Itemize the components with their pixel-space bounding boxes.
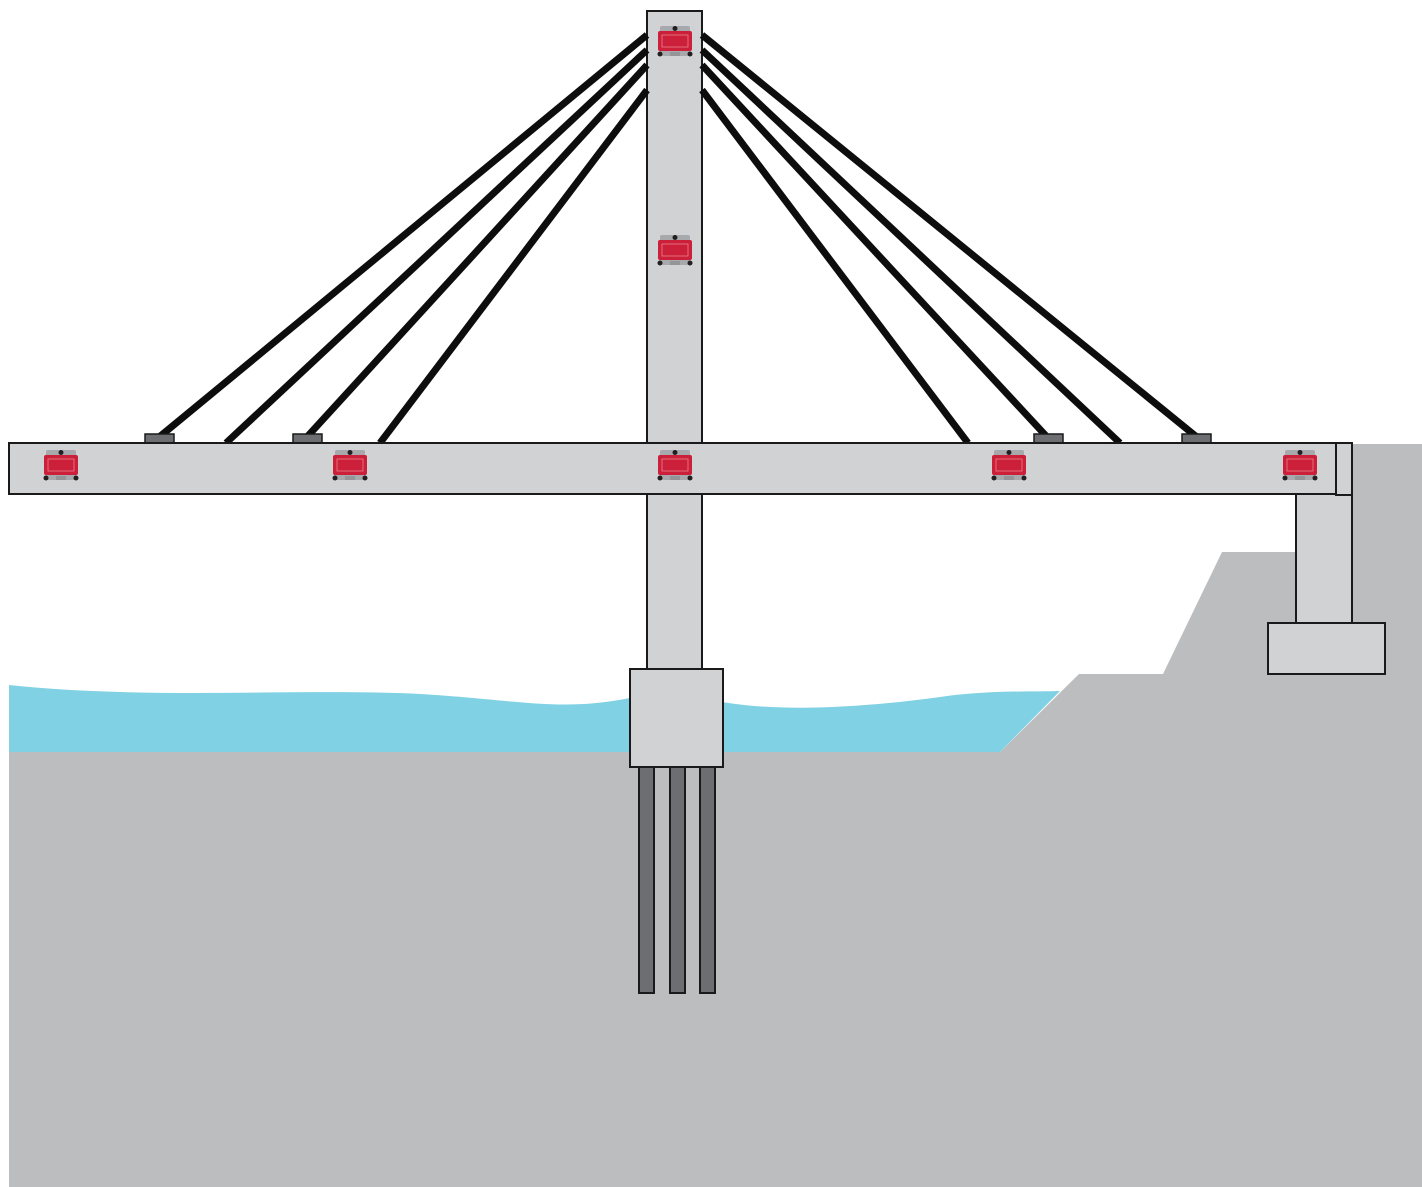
abutment-pier: [1295, 491, 1353, 626]
water: [9, 685, 630, 752]
stay-cable: [303, 62, 650, 441]
cable-anchor: [1181, 433, 1212, 444]
strain-sensor-icon: [43, 450, 79, 481]
stay-cable: [223, 47, 650, 446]
pylon-tower: [646, 10, 703, 672]
strain-sensor-icon: [991, 450, 1027, 481]
strain-sensor-icon: [1282, 450, 1318, 481]
strain-sensor-icon: [657, 450, 693, 481]
stay-cable: [699, 32, 1201, 441]
stay-cable: [699, 87, 971, 446]
strain-sensor-icon: [657, 235, 693, 266]
embankment-right: [1351, 444, 1422, 554]
strain-sensor-icon: [657, 26, 693, 57]
pile-right: [699, 764, 716, 994]
cable-anchor: [292, 433, 323, 444]
stay-cable: [377, 87, 650, 446]
stay-cable: [155, 32, 650, 441]
stay-cable: [699, 47, 1123, 446]
pile-cap: [629, 668, 724, 768]
sensors: [43, 26, 1318, 481]
cable-anchor: [144, 433, 175, 444]
stay-cable: [699, 62, 1051, 441]
water-right: [722, 691, 1060, 752]
strain-sensor-icon: [332, 450, 368, 481]
pile-middle: [669, 764, 686, 994]
pile-left: [638, 764, 655, 994]
abutment-footing: [1267, 622, 1386, 675]
cable-anchor: [1033, 433, 1064, 444]
stay-cables: [155, 32, 1201, 446]
abutment-seat: [1335, 442, 1353, 496]
